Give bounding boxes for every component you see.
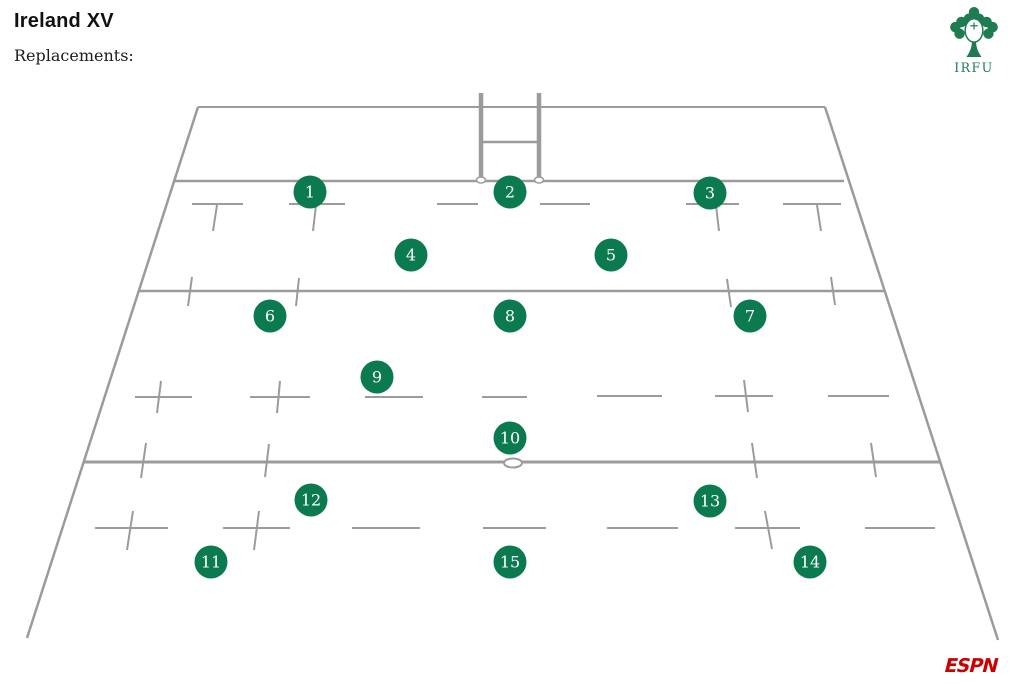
player-marker-3[interactable]: 3 <box>693 176 727 210</box>
player-number: 11 <box>200 552 222 571</box>
rugby-ball-icon <box>964 17 984 43</box>
player-marker-6[interactable]: 6 <box>253 299 287 333</box>
page-title: Ireland XV <box>14 10 114 32</box>
post-base-left <box>475 176 487 184</box>
player-number: 6 <box>264 306 276 325</box>
espn-logo: ESPN <box>942 654 1000 677</box>
player-number: 5 <box>605 245 617 264</box>
center-spot <box>503 457 523 469</box>
player-marker-10[interactable]: 10 <box>493 421 527 455</box>
player-marker-4[interactable]: 4 <box>394 238 428 272</box>
player-marker-7[interactable]: 7 <box>733 299 767 333</box>
ten-metre-marks-lower <box>95 510 935 551</box>
player-marker-14[interactable]: 14 <box>793 545 827 579</box>
ten-metre-marks-upper <box>135 379 889 414</box>
halfway-ticks <box>140 442 877 479</box>
player-number: 14 <box>799 552 821 571</box>
replacements-label: Replacements: <box>14 46 134 65</box>
espn-label: ESPN <box>942 654 1000 677</box>
player-number: 13 <box>699 491 721 510</box>
player-number: 7 <box>744 306 756 325</box>
player-marker-13[interactable]: 13 <box>693 484 727 518</box>
header: Ireland XV Replacements: <box>14 10 134 65</box>
goal-posts <box>478 93 542 179</box>
player-marker-15[interactable]: 15 <box>493 545 527 579</box>
player-marker-9[interactable]: 9 <box>360 360 394 394</box>
player-number: 15 <box>499 552 521 571</box>
player-number: 12 <box>300 490 322 509</box>
player-number: 4 <box>405 245 417 264</box>
left-sideline <box>25 106 200 639</box>
player-number: 9 <box>371 367 383 386</box>
post-base-right <box>533 176 545 184</box>
player-number: 10 <box>499 428 521 447</box>
player-marker-11[interactable]: 11 <box>194 545 228 579</box>
irfu-label: IRFU <box>954 60 993 75</box>
player-marker-8[interactable]: 8 <box>493 299 527 333</box>
player-marker-12[interactable]: 12 <box>294 483 328 517</box>
player-number: 1 <box>304 182 316 201</box>
irfu-logo: IRFU <box>950 6 998 75</box>
twentytwo-ticks <box>187 276 836 308</box>
player-number: 8 <box>504 306 516 325</box>
player-number: 3 <box>704 183 716 202</box>
right-sideline <box>823 106 1000 641</box>
player-marker-5[interactable]: 5 <box>594 238 628 272</box>
shamrock-icon <box>950 6 998 57</box>
pitch-lines <box>25 93 1000 641</box>
player-number: 2 <box>504 182 516 201</box>
player-marker-1[interactable]: 1 <box>293 175 327 209</box>
player-marker-2[interactable]: 2 <box>493 175 527 209</box>
